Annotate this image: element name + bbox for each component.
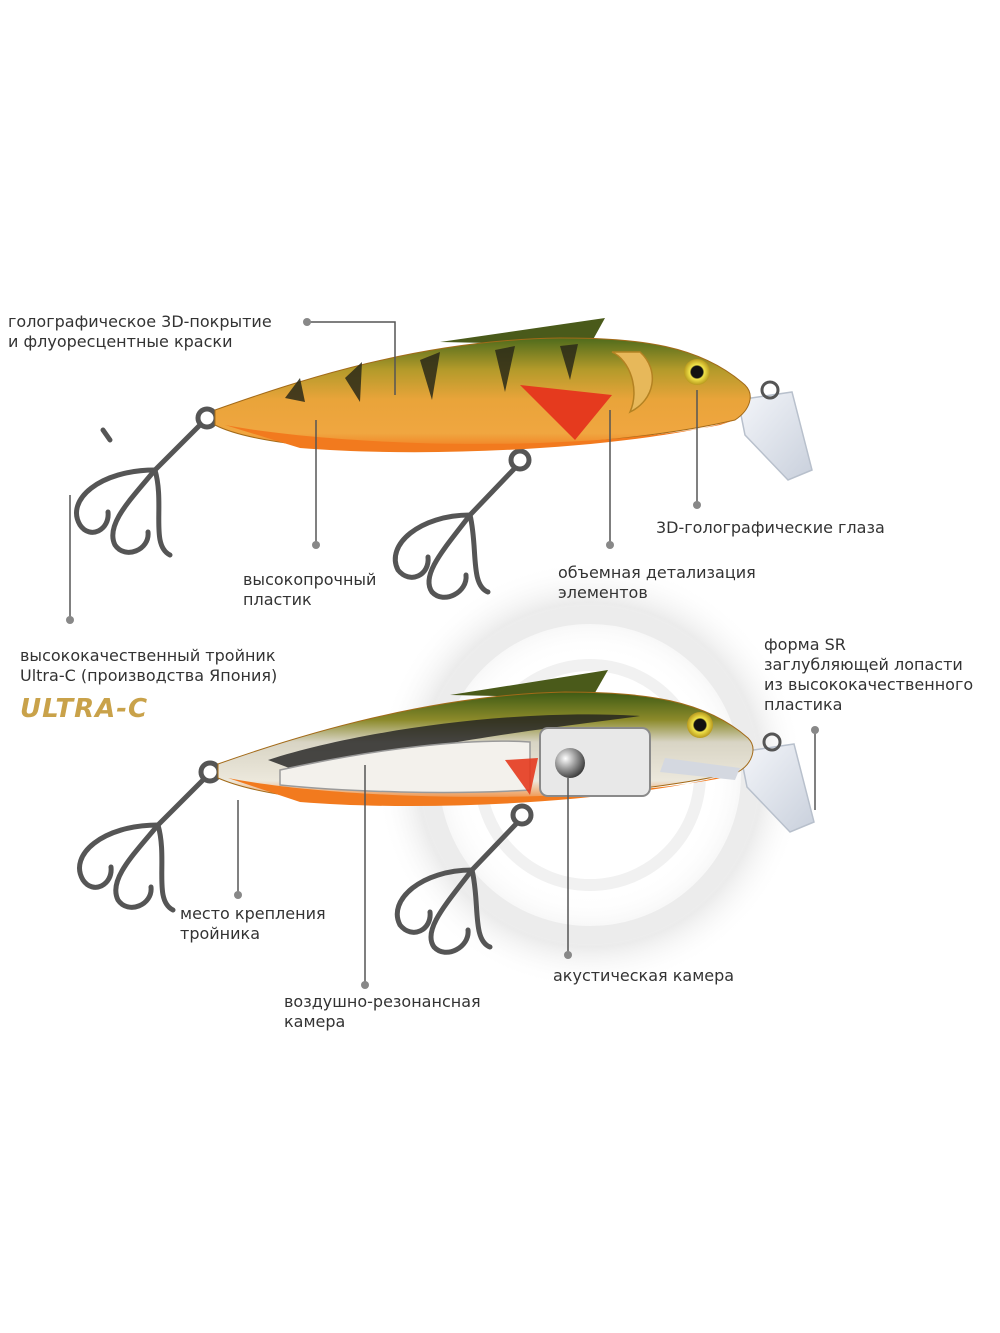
lure-bottom bbox=[77, 670, 815, 955]
label-coating: голографическое 3D-покрытие и флуоресцен… bbox=[8, 312, 272, 352]
diving-lip-bottom bbox=[739, 743, 815, 833]
label-eyes-line1: 3D-голографические глаза bbox=[656, 518, 885, 537]
label-air-chamber: воздушно-резонансная камера bbox=[284, 992, 481, 1032]
label-lip: форма SR заглубляющей лопасти из высокок… bbox=[764, 635, 973, 715]
belly-treble-hook-top bbox=[392, 448, 532, 600]
belly-treble-hook-bottom bbox=[394, 803, 534, 955]
label-air-chamber-line1: воздушно-резонансная bbox=[284, 992, 481, 1011]
label-eyes: 3D-голографические глаза bbox=[656, 518, 885, 538]
label-mount-line1: место крепления bbox=[180, 904, 326, 923]
eye-bottom bbox=[687, 712, 713, 738]
label-acoustic: акустическая камера bbox=[553, 966, 734, 986]
leader-dots bbox=[66, 318, 819, 989]
label-plastic-line2: пластик bbox=[243, 590, 312, 609]
belly-stripe-bottom bbox=[228, 772, 738, 807]
perch-stripes-top bbox=[285, 344, 578, 402]
label-lip-line3: из высококачественного bbox=[764, 675, 974, 694]
line-tie-top bbox=[760, 380, 780, 400]
rattle-ball bbox=[555, 748, 585, 778]
gill-plate-top bbox=[611, 351, 654, 414]
label-detail-line1: объемная детализация bbox=[558, 563, 756, 582]
rear-treble-hook-top bbox=[74, 406, 219, 558]
label-detail: объемная детализация элементов bbox=[558, 563, 756, 603]
lip-slot bbox=[660, 758, 740, 780]
ultra-c-logo: ULTRA-C bbox=[20, 694, 149, 724]
label-hook: высококачественный тройник Ultra-C (прои… bbox=[20, 646, 277, 686]
leader-lines bbox=[69, 321, 816, 985]
pectoral-fin-top bbox=[520, 385, 612, 440]
diving-lip-top bbox=[737, 391, 813, 481]
label-air-chamber-line2: камера bbox=[284, 1012, 346, 1031]
line-tie-bottom bbox=[762, 732, 782, 752]
dorsal-fin-bottom bbox=[450, 670, 608, 698]
label-hook-line2: Ultra-C (производства Япония) bbox=[20, 666, 278, 685]
label-coating-line1: голографическое 3D-покрытие bbox=[8, 312, 272, 331]
label-plastic: высокопрочный пластик bbox=[243, 570, 376, 610]
label-mount: место крепления тройника bbox=[180, 904, 326, 944]
label-lip-line4: пластика bbox=[764, 695, 843, 714]
label-acoustic-line1: акустическая камера bbox=[553, 966, 735, 985]
label-lip-line1: форма SR bbox=[764, 635, 846, 654]
pectoral-fin-bottom bbox=[505, 758, 538, 795]
label-hook-line1: высококачественный тройник bbox=[20, 646, 276, 665]
label-mount-line2: тройника bbox=[180, 924, 260, 943]
label-lip-line2: заглубляющей лопасти bbox=[764, 655, 963, 674]
rear-treble-hook-bottom bbox=[77, 760, 222, 913]
eye-top bbox=[684, 359, 710, 385]
label-coating-line2: и флуоресцентные краски bbox=[8, 332, 233, 351]
label-plastic-line1: высокопрочный bbox=[243, 570, 377, 589]
label-detail-line2: элементов bbox=[558, 583, 648, 602]
lure-top bbox=[74, 318, 813, 600]
belly-stripe-top bbox=[225, 420, 735, 453]
